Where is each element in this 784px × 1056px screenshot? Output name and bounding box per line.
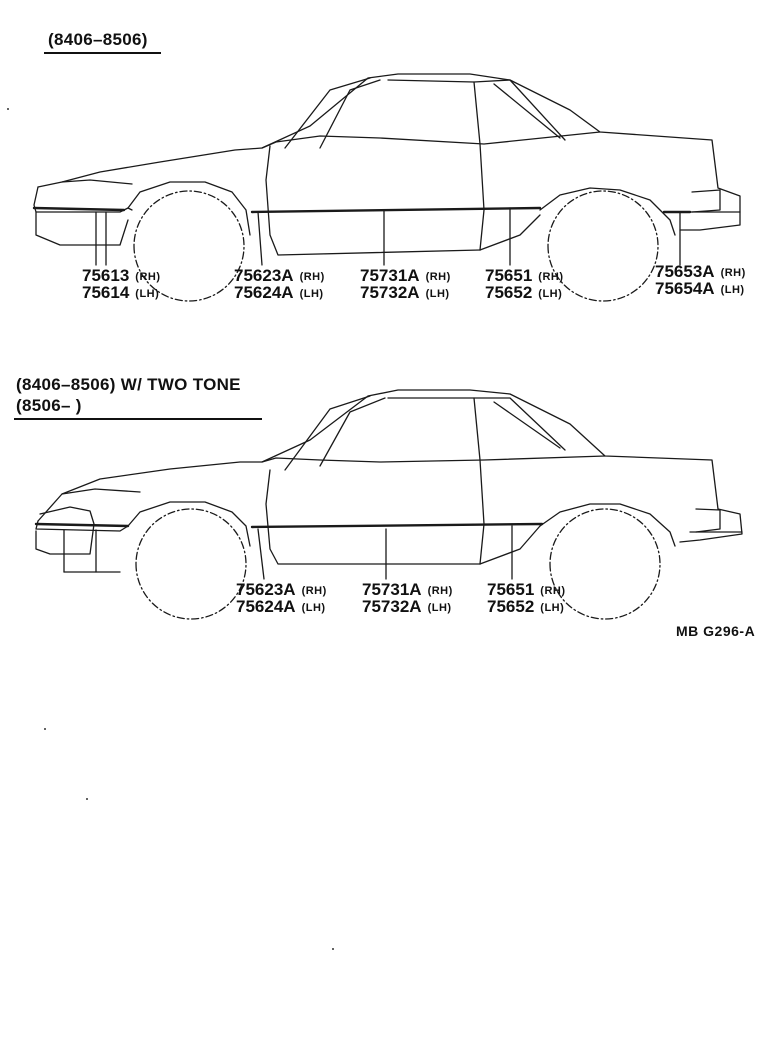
section2-header-line2: (8506– ) (16, 396, 82, 415)
label-75613-rh: 75613(RH) (82, 266, 161, 285)
side-molding-1 (32, 206, 692, 214)
car-body-outline-1 (33, 73, 741, 256)
label-75731a-rh: 75731A(RH) (360, 266, 451, 285)
label-75651-rh: 75651(RH) (485, 266, 564, 285)
section2-header-line1: (8406–8506) W/ TWO TONE (16, 375, 241, 394)
label2-75624a-lh: 75624A(LH) (236, 597, 326, 616)
label-75624a-lh: 75624A(LH) (234, 283, 324, 302)
label2-75652-lh: 75652(LH) (487, 597, 565, 616)
label-75654a-lh: 75654A(LH) (655, 279, 745, 298)
car-side-view-1 (32, 73, 741, 302)
label-75732a-lh: 75732A(LH) (360, 283, 450, 302)
label2-75623a-rh: 75623A(RH) (236, 580, 327, 599)
label2-75732a-lh: 75732A(LH) (362, 597, 452, 616)
car-body-outline-2 (35, 389, 743, 565)
scan-speck (332, 948, 334, 950)
wheel-rear-1 (547, 190, 659, 302)
section1-header: (8406–8506) (48, 30, 148, 49)
car-side-view-2 (34, 389, 743, 620)
section2-header-underline (14, 418, 262, 420)
reference-code: MB G296-A (676, 623, 756, 639)
leader-lines-2 (63, 525, 513, 580)
label-75623a-rh: 75623A(RH) (234, 266, 325, 285)
label-75614-lh: 75614(LH) (82, 283, 160, 302)
scan-speck (86, 798, 88, 800)
wheel-front-2 (135, 508, 247, 620)
section1-header-underline (44, 52, 161, 54)
leader-lines-1 (95, 207, 681, 266)
label-75652-lh: 75652(LH) (485, 283, 563, 302)
label2-75651-rh: 75651(RH) (487, 580, 566, 599)
label-75653a-rh: 75653A(RH) (655, 262, 746, 281)
wheel-rear-2 (549, 508, 661, 620)
wheel-front-1 (133, 190, 245, 302)
side-molding-2 (34, 522, 544, 529)
label2-75731a-rh: 75731A(RH) (362, 580, 453, 599)
scan-speck (7, 108, 9, 110)
scan-speck (44, 728, 46, 730)
